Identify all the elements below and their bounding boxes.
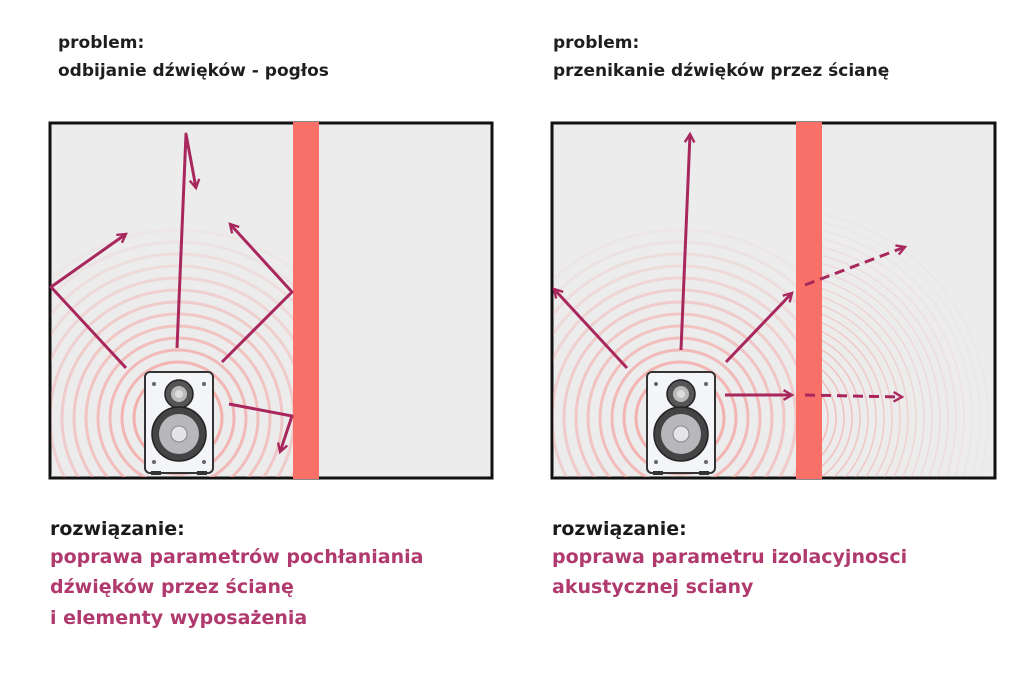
sound-wave-ring [822, 254, 949, 477]
left-solution-line: dźwięków przez ścianę [50, 576, 294, 598]
arrow-left [552, 287, 629, 370]
sound-wave-ring [108, 348, 248, 477]
sound-wave-ring [51, 264, 293, 338]
sound-wave-ring [822, 229, 973, 477]
sound-wave-ring [822, 313, 893, 477]
sound-wave-ring [562, 300, 796, 477]
sound-wave-ring [586, 324, 774, 477]
left-solution-line: i elementy wyposażenia [50, 607, 308, 629]
right-room [550, 121, 997, 480]
sound-wave-ring [553, 252, 796, 317]
sound-wave-ring [574, 312, 786, 477]
left-problem-label: problem: [58, 33, 145, 53]
sound-wave-ring [822, 304, 901, 477]
sound-wave-ring [553, 240, 796, 299]
sound-wave-ring [822, 287, 917, 477]
sound-wave-ring [51, 276, 293, 477]
sound-wave-ring [822, 262, 941, 477]
arrow-transmitted-dashed [804, 244, 908, 287]
sound-wave-ring [822, 358, 853, 477]
speaker-icon [144, 371, 214, 475]
sound-wave-ring [822, 339, 869, 477]
sound-wave-ring [822, 279, 925, 477]
sound-wave-ring [553, 228, 796, 282]
sound-wave-ring [822, 330, 877, 477]
sound-wave-ring [553, 264, 796, 338]
sound-wave-ring [822, 246, 957, 477]
sound-wave-ring [553, 276, 796, 477]
arrow-low-reflect [228, 402, 294, 455]
sound-wave-ring [51, 240, 293, 299]
arrow-right-reflect [220, 222, 294, 364]
left-solution-line: poprawa parametrów pochłaniania [50, 546, 424, 568]
sound-wave-ring [822, 271, 933, 477]
right-problem-label: problem: [553, 33, 640, 53]
sound-wave-ring [822, 221, 981, 477]
sound-waves-transmitted [822, 213, 989, 477]
right-wall [796, 122, 822, 479]
transmission-arrows [552, 131, 908, 403]
sound-wave-ring [822, 368, 845, 468]
sound-wave-ring [610, 348, 750, 477]
arrow-left-reflect [49, 232, 128, 370]
sound-wave-ring [822, 213, 989, 477]
arrow-up-right [724, 291, 794, 364]
arrow-transmitted-dashed-low [804, 390, 905, 403]
sound-wave-ring [822, 238, 965, 477]
sound-wave-ring [51, 228, 293, 282]
arrow-up [679, 131, 696, 351]
sound-wave-ring [553, 288, 796, 477]
sound-wave-ring [822, 296, 909, 477]
right-problem-text: przenikanie dźwięków przez ścianę [553, 61, 890, 81]
sound-wave-ring [822, 379, 837, 457]
sound-wave-ring [822, 393, 829, 443]
left-problem-text: odbijanie dźwięków - pogłos [58, 61, 329, 81]
sound-wave-ring [822, 322, 885, 477]
arrow-up-reflect [175, 132, 201, 349]
right-solution-line: akustycznej sciany [552, 576, 754, 598]
right-solution-line: poprawa parametru izolacyjnosci [552, 546, 908, 568]
reflection-arrows [49, 132, 294, 455]
speaker-icon [646, 371, 716, 475]
left-solution-label: rozwiązanie: [50, 518, 185, 540]
sound-wave-ring [822, 349, 861, 477]
left-wall [293, 122, 319, 479]
sound-wave-ring [51, 252, 293, 317]
right-solution-label: rozwiązanie: [552, 518, 687, 540]
